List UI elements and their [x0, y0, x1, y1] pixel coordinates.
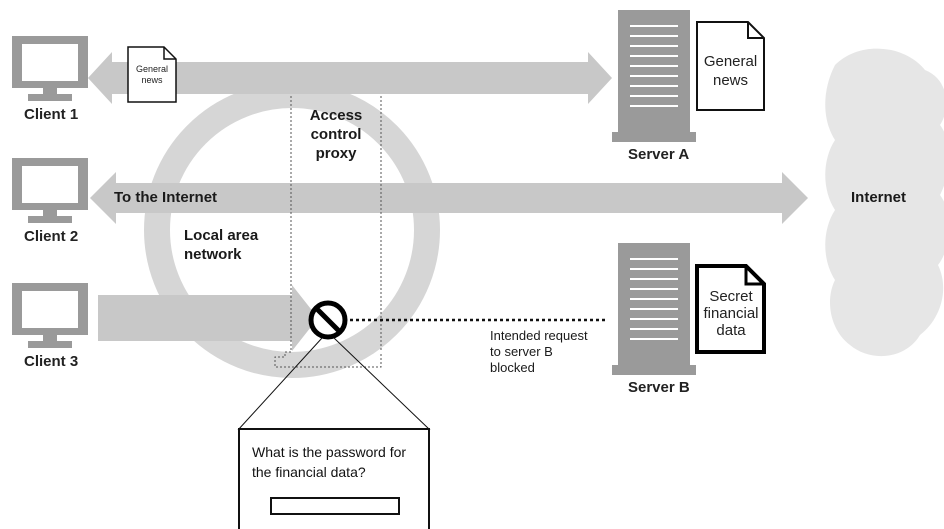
callout-line-left	[237, 337, 323, 431]
server-a-icon	[612, 10, 696, 142]
client1-servera-arrow	[88, 52, 612, 104]
client2-label: Client 2	[24, 228, 79, 245]
client2-computer-icon	[12, 158, 88, 223]
server-b-document-icon	[695, 264, 766, 354]
small-document-icon	[127, 46, 177, 103]
server-b-icon	[612, 243, 696, 375]
proxy-boundary-bottom	[274, 351, 382, 368]
lan-ring	[144, 82, 440, 378]
lan-label: Local area network	[184, 227, 259, 263]
server-b-label: Server B	[628, 379, 690, 396]
small-document-text: General news	[135, 64, 169, 85]
password-prompt: What is the password for the financial d…	[252, 444, 407, 480]
proxy-label: Access control proxy	[309, 107, 363, 162]
client3-label: Client 3	[24, 353, 79, 370]
password-dialog: What is the password for the financial d…	[238, 428, 430, 529]
internet-cloud	[825, 48, 944, 357]
server-a-label: Server A	[628, 146, 690, 163]
client3-computer-icon	[12, 283, 88, 348]
to-internet-label: To the Internet	[114, 189, 218, 206]
client3-request-arrow	[98, 285, 318, 351]
server-b-document-text: Secret financial data	[703, 288, 759, 339]
client2-internet-arrow	[90, 172, 808, 224]
blocked-note: Intended request to server B blocked	[490, 328, 588, 375]
server-a-document-icon	[696, 21, 765, 111]
password-input[interactable]	[270, 497, 400, 515]
internet-label: Internet	[851, 189, 907, 206]
blocked-icon	[308, 300, 348, 340]
client1-computer-icon	[12, 36, 88, 101]
client1-label: Client 1	[24, 106, 79, 123]
server-a-document-text: General news	[703, 53, 758, 89]
callout-line-right	[333, 337, 431, 431]
